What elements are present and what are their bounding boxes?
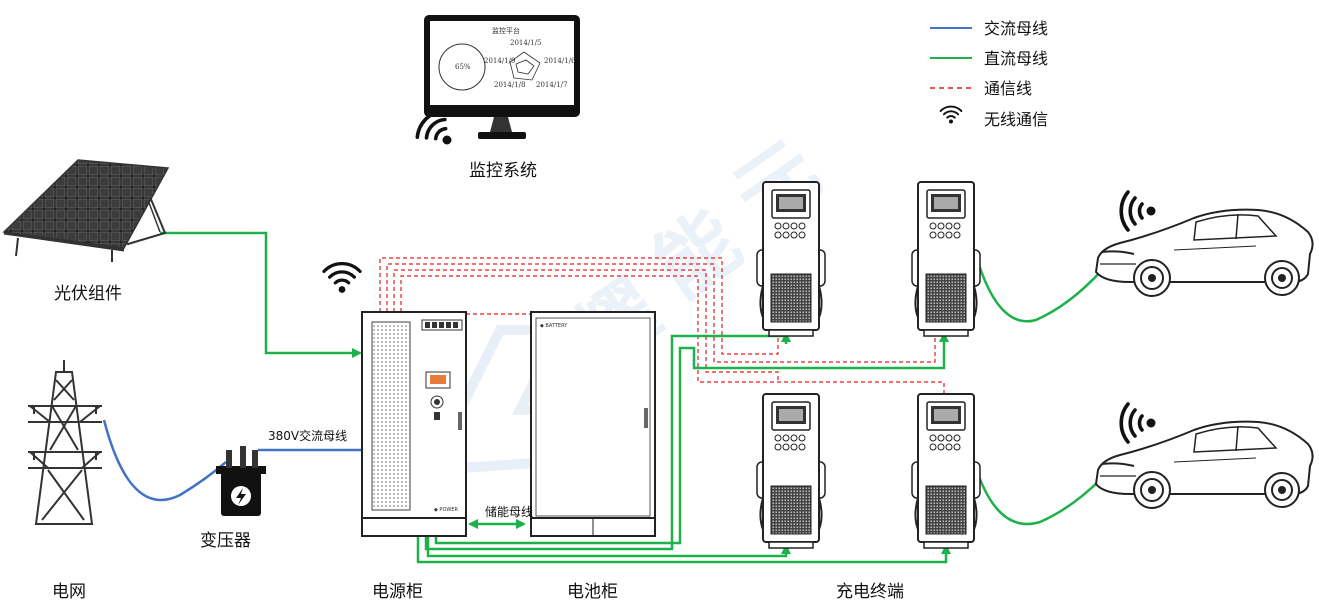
- legend: 交流母线 直流母线 通信线 无线通信: [930, 19, 1048, 129]
- charger-2: [911, 181, 981, 337]
- svg-text:能: 能: [638, 193, 757, 315]
- charger-3: [756, 393, 826, 549]
- monitor-date-4: 2014/1/8: [494, 81, 525, 89]
- legend-wifi-icon: [939, 105, 963, 125]
- lightning-icon: [236, 488, 246, 505]
- monitor: 监控平台 65% 2014/1/5 2014/1/9 2014/1/6 2014…: [424, 15, 580, 139]
- power-cabinet-label: 电源柜: [372, 582, 423, 602]
- electric-car-2: [1095, 420, 1314, 509]
- legend-comm-label: 通信线: [984, 79, 1032, 98]
- dc-bus-lines: [160, 231, 1103, 564]
- legend-dc-label: 直流母线: [984, 49, 1048, 68]
- solar-panel: [2, 159, 170, 262]
- ac-bus-lines: [102, 419, 362, 502]
- grid-label: 电网: [52, 582, 86, 602]
- car1-wifi-icon: [1119, 190, 1158, 232]
- monitor-title: 监控平台: [492, 26, 520, 35]
- storage-bus-label: 储能母线: [485, 504, 533, 519]
- charging-terminal-label: 充电终端: [836, 582, 904, 602]
- power-cabinet: ◆ POWER: [361, 311, 467, 537]
- transformer: [216, 446, 266, 516]
- monitoring-system-label: 监控系统: [469, 161, 537, 181]
- monitor-date-5: 2014/1/7: [536, 81, 567, 89]
- legend-wireless-label: 无线通信: [984, 110, 1048, 129]
- monitor-percent: 65%: [455, 63, 471, 71]
- ac-bus-380v-label: 380V交流母线: [268, 428, 347, 443]
- charger-1: [756, 181, 826, 337]
- power-tower: [28, 360, 102, 525]
- monitor-date-1: 2014/1/5: [510, 39, 541, 47]
- monitor-date-3: 2014/1/6: [544, 57, 576, 65]
- pv-modules-label: 光伏组件: [54, 284, 122, 304]
- battery-cabinet: ◆ BATTERY: [530, 311, 656, 537]
- legend-ac-label: 交流母线: [984, 19, 1048, 38]
- charger-4: [911, 393, 981, 549]
- battery-cabinet-label: 电池柜: [567, 582, 618, 602]
- transformer-label: 变压器: [200, 531, 251, 551]
- monitor-date-2: 2014/1/9: [484, 57, 515, 65]
- cabinet-wifi-icon: [322, 261, 362, 295]
- car2-wifi-icon: [1119, 402, 1158, 444]
- electric-car-1: [1095, 208, 1314, 297]
- svg-text:◆ BATTERY: ◆ BATTERY: [540, 323, 568, 329]
- svg-text:◆ POWER: ◆ POWER: [434, 507, 458, 513]
